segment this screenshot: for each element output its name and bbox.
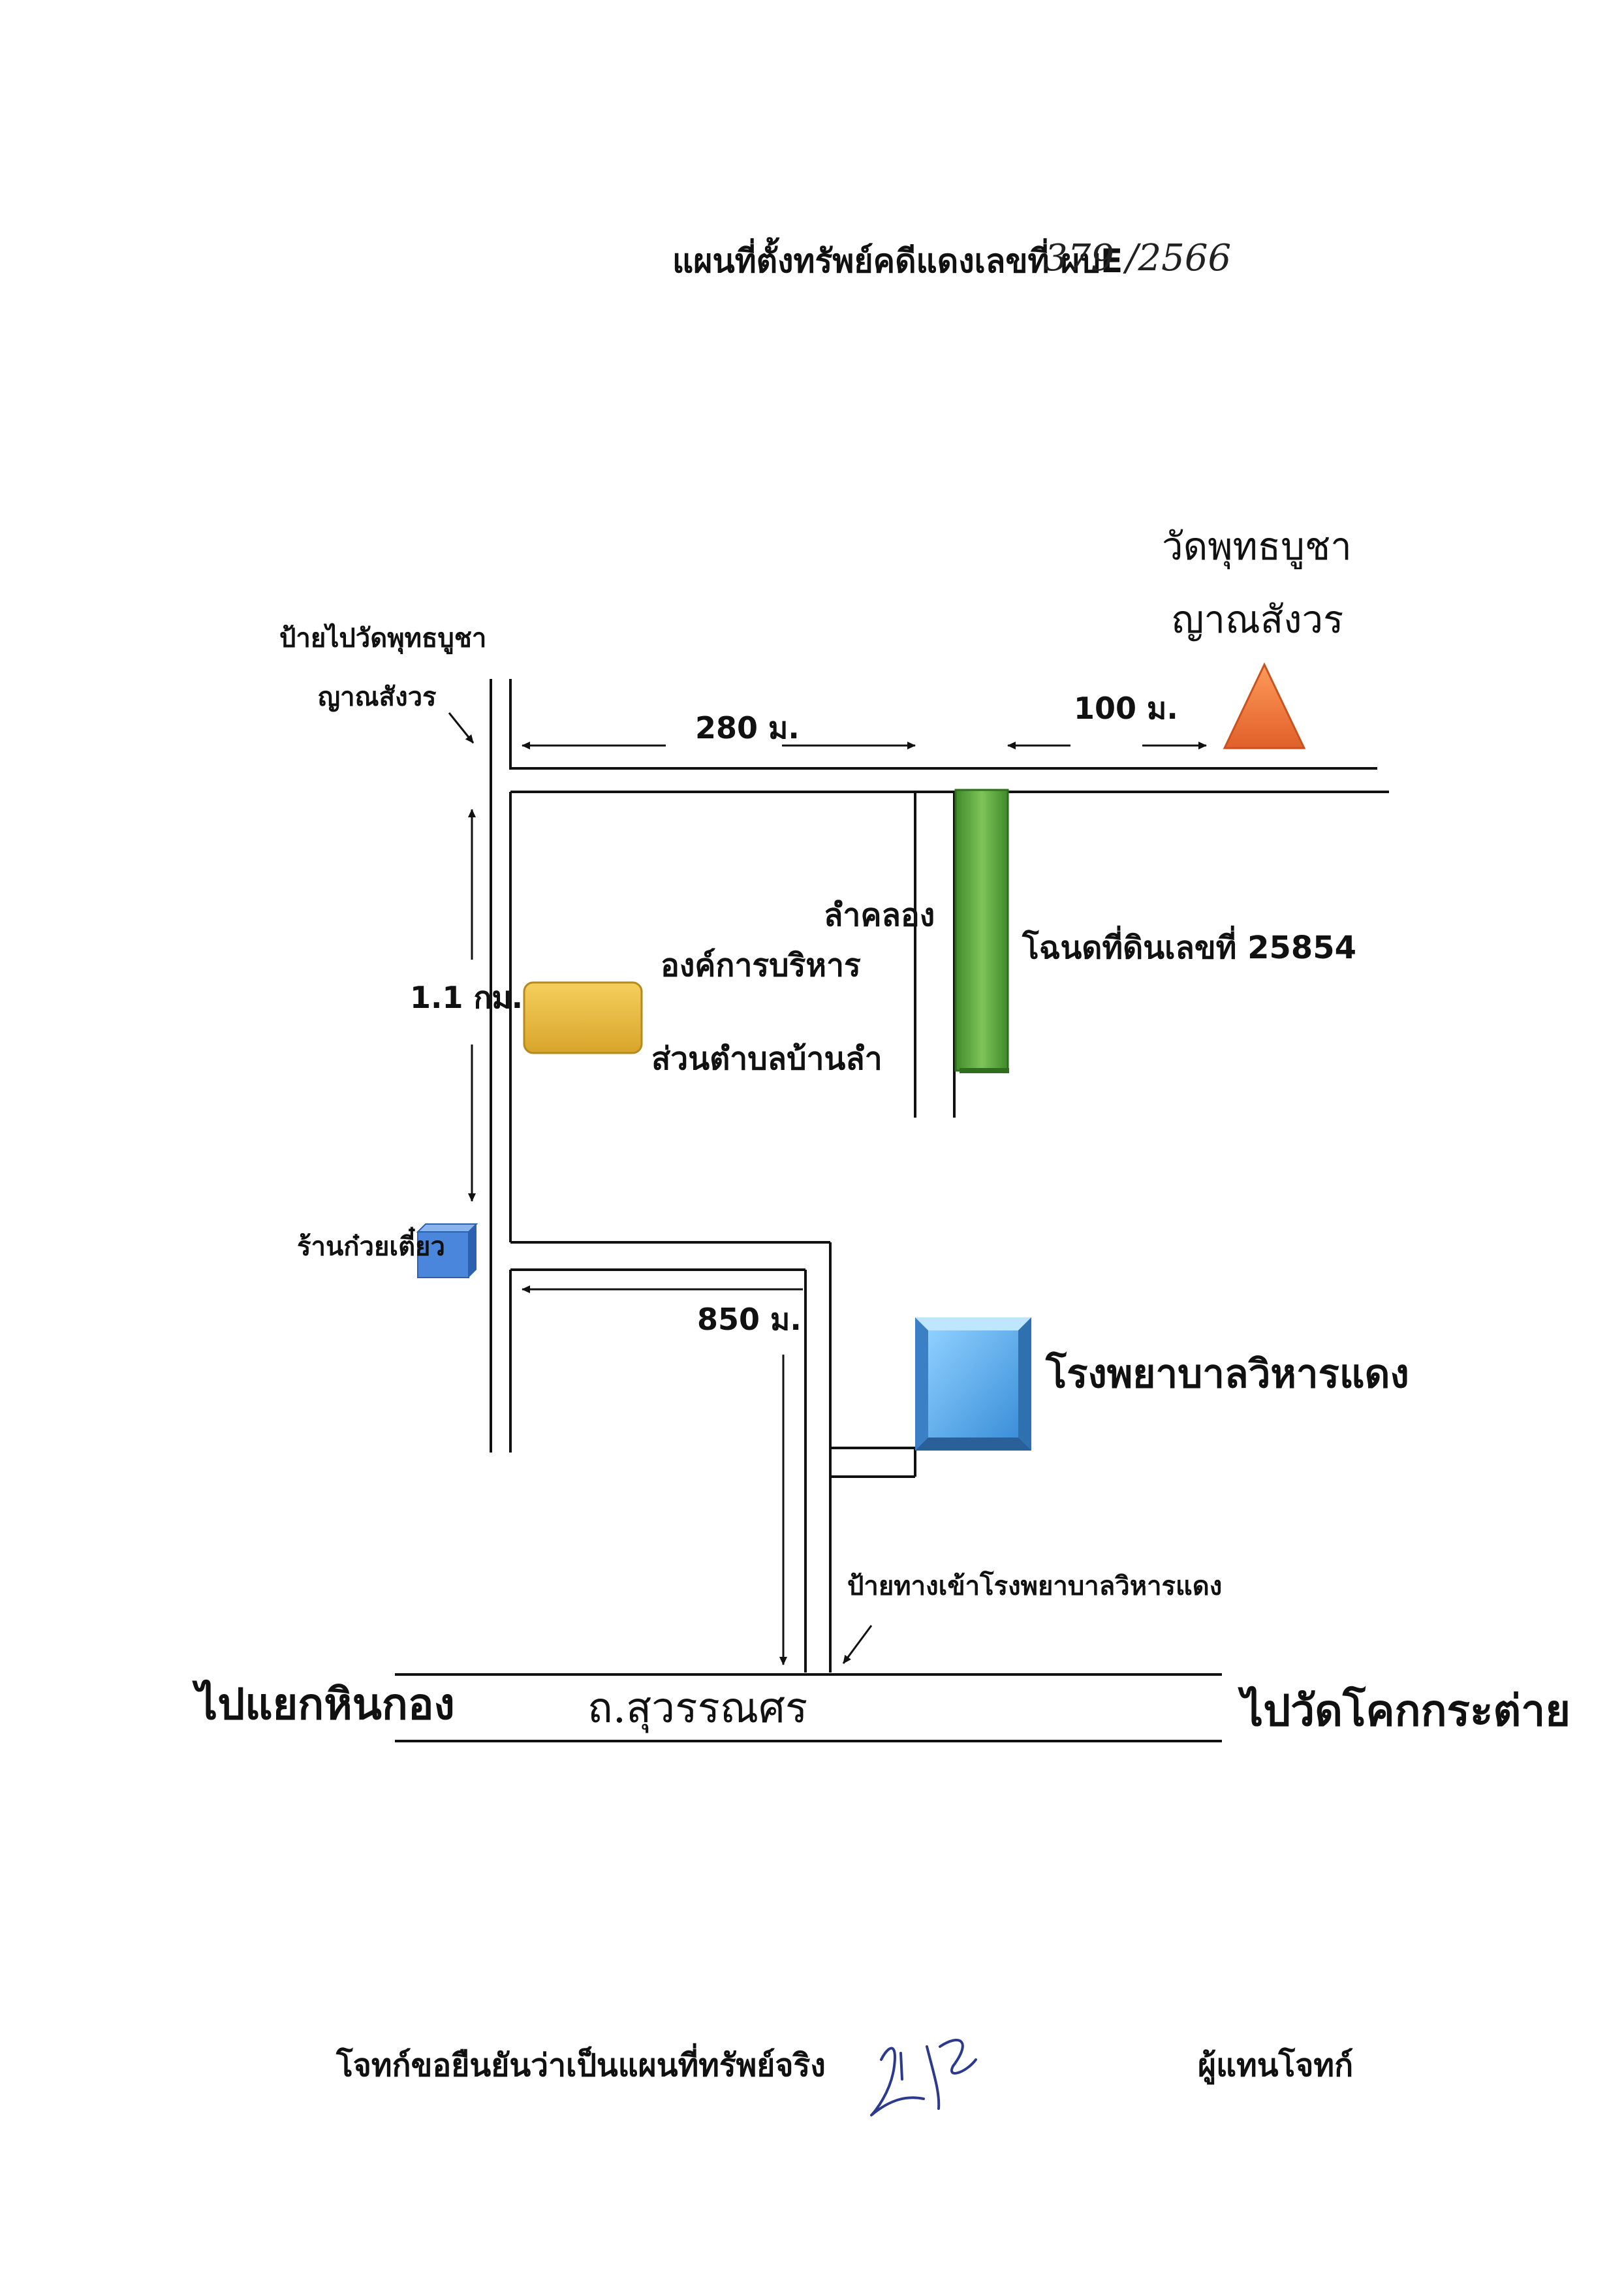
- land-parcel-icon: [954, 789, 1009, 1072]
- handwritten-case-number: 379 /2566: [1044, 237, 1232, 279]
- temple-name-line2: ญาณสังวร: [1172, 597, 1344, 642]
- main-road-label: ถ.สุวรรณศร: [587, 1684, 808, 1733]
- hospital-sign-label: ป้ายทางเข้าโรงพยาบาลวิหารแดง: [847, 1571, 1223, 1601]
- noodle-shop-label: ร้านก๋วยเตี๋ยว: [297, 1232, 445, 1262]
- arrow-hospital-sign: [842, 1625, 873, 1664]
- tao-building-icon: [523, 981, 643, 1054]
- temple-sign-label-line1: ป้ายไปวัดพุทธบูชา: [279, 623, 487, 653]
- temple-marker-icon: [1223, 662, 1306, 749]
- tao-label-line2: ส่วนตำบลบ้านลำ: [651, 1041, 882, 1077]
- distance-11km-label: 1.1 กม.: [410, 980, 523, 1015]
- hospital-label: โรงพยาบาลวิหารแดง: [1046, 1351, 1409, 1397]
- to-wat-khok-kratai-label: ไปวัดโคกกระต่าย: [1241, 1686, 1571, 1736]
- to-hin-kong-label: ไปแยกหินกอง: [196, 1679, 455, 1729]
- distance-100-label: 100 ม.: [1074, 691, 1178, 726]
- map-title: แผนที่ตั้งทรัพย์คดีแดงเลขที่ ผบE: [672, 242, 1123, 280]
- hospital-icon: [915, 1317, 1031, 1451]
- certification-text: โจทก์ขอยืนยันว่าเป็นแผนที่ทรัพย์จริง: [336, 2047, 826, 2084]
- land-deed-label: โฉนดที่ดินเลขที่ 25854: [1022, 930, 1357, 966]
- temple-sign-label-line2: ญาณสังวร: [318, 682, 437, 712]
- arrow-temple-sign: [448, 712, 475, 744]
- signature-image: [870, 2039, 977, 2116]
- tao-label-line1: องค์การบริหาร: [661, 947, 861, 984]
- canal-label: ลำคลอง: [824, 897, 935, 934]
- temple-name-line1: วัดพุทธบูชา: [1162, 524, 1352, 569]
- plaintiff-rep-label: ผู้แทนโจทก์: [1198, 2047, 1354, 2084]
- distance-280-label: 280 ม.: [695, 710, 800, 746]
- distance-850-label: 850 ม.: [697, 1302, 802, 1337]
- noodle-shop-icon: [416, 1223, 478, 1278]
